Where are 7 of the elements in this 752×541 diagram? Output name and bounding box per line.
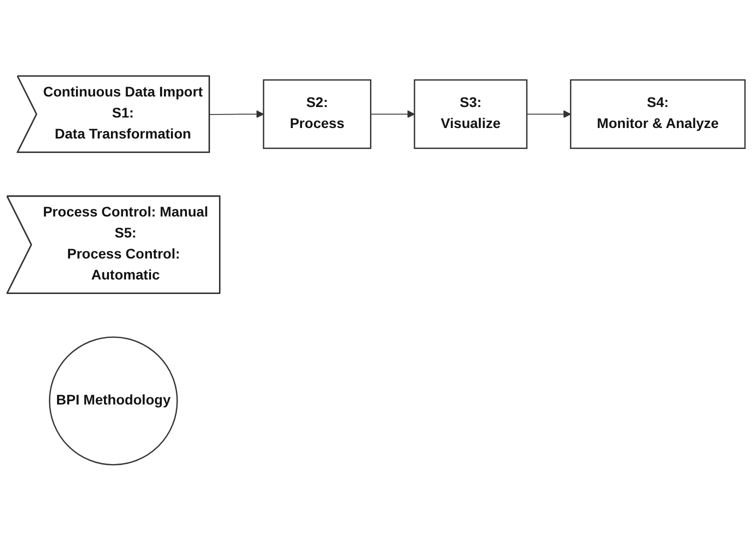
node-circle: BPI Methodology bbox=[48, 336, 178, 466]
arrow bbox=[526, 110, 571, 118]
arrow bbox=[370, 110, 415, 118]
arrow bbox=[209, 110, 264, 118]
node-box: S2: Process bbox=[262, 79, 372, 150]
node-box: S3: Visualize bbox=[414, 79, 528, 150]
node-box: S4: Monitor & Analyze bbox=[570, 79, 746, 150]
